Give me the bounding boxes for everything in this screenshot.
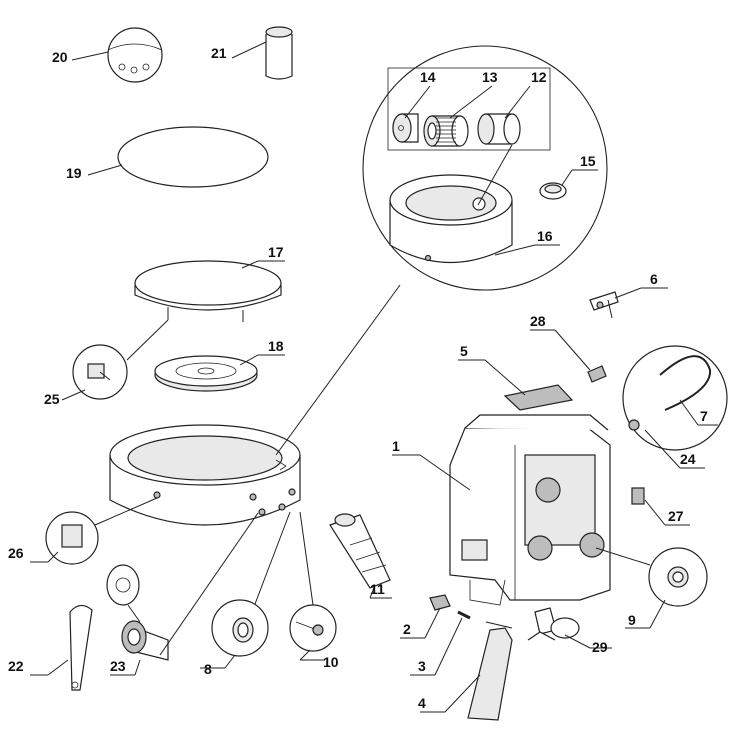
callout-15: 15 [580,153,596,169]
filter-detail-callout [362,45,608,291]
callout-29: 29 [592,639,608,655]
part-21-cylinder [265,26,293,80]
part-4-handle [467,621,513,721]
callout-9: 9 [628,612,636,628]
part-25-clip-detail [72,319,169,400]
part-13-filter-cartridge [423,115,469,147]
callout-3: 3 [418,658,426,674]
part-6-connector [589,291,619,319]
spa-base-ring [109,424,301,526]
callout-11: 11 [370,581,385,597]
callout-4: 4 [418,695,426,711]
callout-25: 25 [44,391,60,407]
part-12-filter-housing [477,113,521,145]
part-9-seal-detail [595,547,708,607]
callout-24: 24 [680,451,696,467]
callout-5: 5 [460,343,468,359]
callout-16: 16 [537,228,553,244]
part-5-control-panel [503,384,574,411]
part-29-pump-fitting [527,607,580,641]
callout-1: 1 [392,438,400,454]
callout-27: 27 [668,508,684,524]
part-23-valve [106,512,259,661]
callout-18: 18 [268,338,284,354]
callout-numbers: 20 21 19 17 18 25 14 13 12 15 16 6 28 5 … [8,45,708,711]
callout-28: 28 [530,313,546,329]
callout-20: 20 [52,49,68,65]
part-28-cap [587,365,607,383]
part-10-plug-detail [289,511,337,652]
leader-lines [30,41,718,713]
callout-13: 13 [482,69,498,85]
callout-26: 26 [8,545,24,561]
part-26-connector-detail [45,497,158,565]
part-27-clip [631,487,645,505]
part-11-hose-adapter [329,513,391,589]
part-16-filter-base [389,174,513,264]
part-15-seal [539,182,567,200]
part-2-fitting [429,594,451,611]
callout-10: 10 [323,654,339,670]
callout-22: 22 [8,658,24,674]
part-7-hose-detail [622,345,728,451]
callout-7: 7 [700,408,708,424]
part-14-filter-cap [392,113,419,143]
callout-8: 8 [204,661,212,677]
part-18-plate [154,355,258,392]
callout-14: 14 [420,69,436,85]
part-19-cover-sheet [117,126,269,188]
part-17-lid [134,260,282,322]
callout-17: 17 [268,244,284,260]
part-22-wrench [69,604,93,691]
callout-12: 12 [531,69,547,85]
callout-23: 23 [110,658,126,674]
part-3-screw [457,610,471,620]
part-1-pump-unit [449,414,611,606]
callout-21: 21 [211,45,227,61]
part-8-seal-ring [211,511,291,657]
part-20-dome-cover [107,27,163,83]
callout-19: 19 [66,165,82,181]
callout-6: 6 [650,271,658,287]
callout-2: 2 [403,621,411,637]
